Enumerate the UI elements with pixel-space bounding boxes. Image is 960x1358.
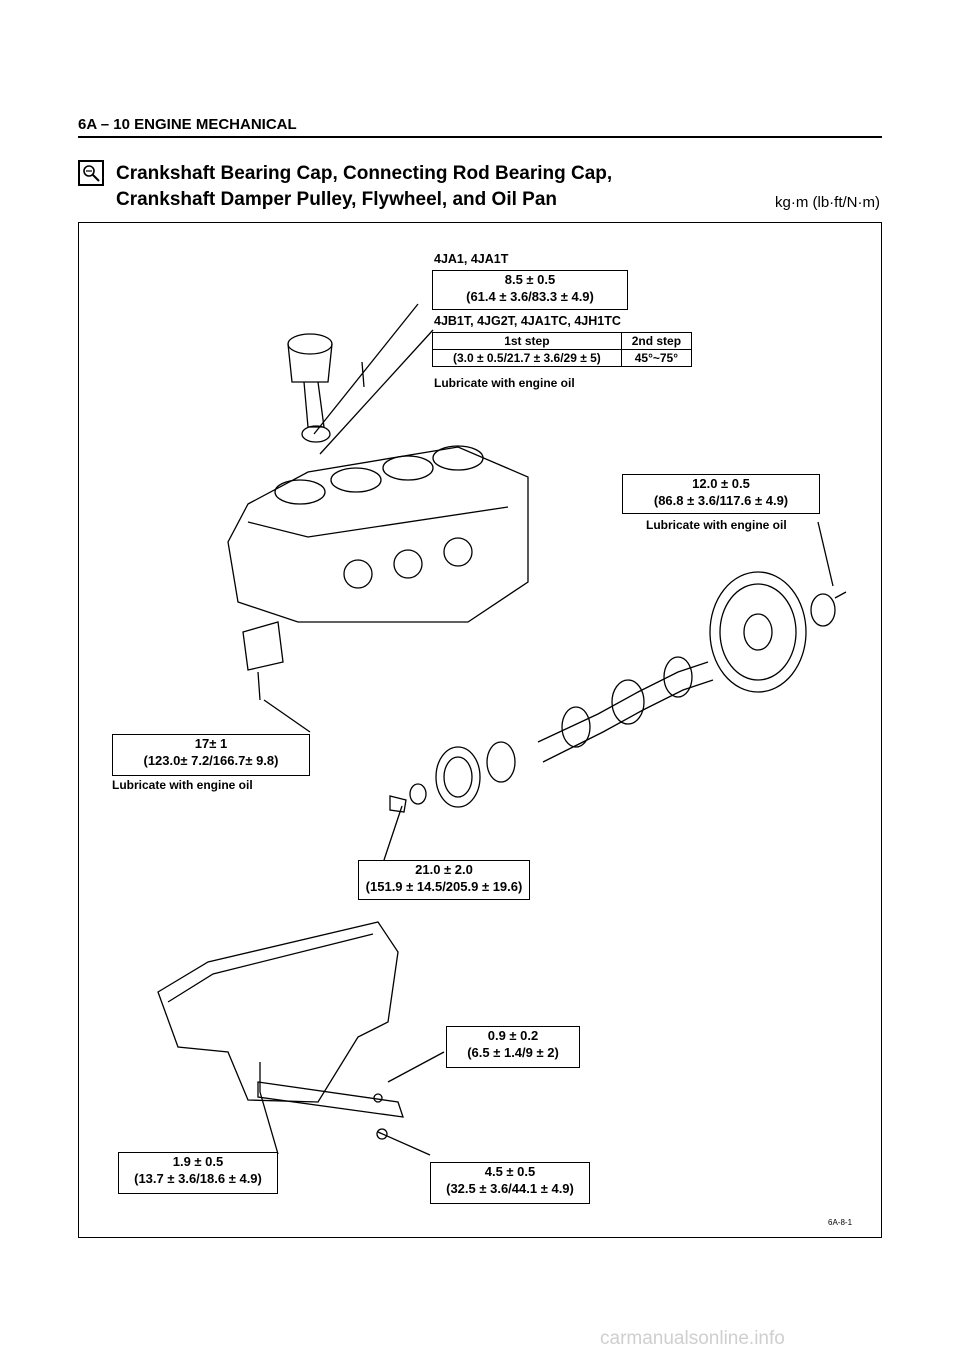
spec-value-imperial-metric: (151.9 ± 14.5/205.9 ± 19.6)	[365, 879, 523, 894]
watermark: carmanualsonline.info	[600, 1328, 785, 1349]
conrod-step-table: 1st step 2nd step (3.0 ± 0.5/21.7 ± 3.6/…	[432, 332, 693, 367]
spec-value: 8.5 ± 0.5	[504, 272, 556, 287]
conrod-4jb1-label: 4JB1T, 4JG2T, 4JA1TC, 4JH1TC	[434, 314, 621, 328]
step2-header: 2nd step	[620, 332, 693, 350]
step2-value: 45°~75°	[620, 349, 693, 367]
spec-value-imperial-metric: (86.8 ± 3.6/117.6 ± 4.9)	[653, 493, 789, 508]
spec-value: 4.5 ± 0.5	[484, 1164, 536, 1179]
units-label: kg·m (lb·ft/N·m)	[775, 194, 880, 211]
spec-value: 1.9 ± 0.5	[172, 1154, 224, 1169]
spec-value: 17± 1	[194, 736, 228, 751]
spec-value-imperial-metric: (61.4 ± 3.6/83.3 ± 4.9)	[466, 289, 594, 304]
spec-box-oil-pan-nut: 0.9 ± 0.2 (6.5 ± 1.4/9 ± 2)	[446, 1026, 580, 1068]
header-rule	[78, 136, 882, 138]
step1-header: 1st step	[432, 332, 622, 350]
lubricate-note: Lubricate with engine oil	[112, 778, 253, 792]
spec-box-main-bearing: 17± 1 (123.0± 7.2/166.7± 9.8)	[112, 734, 310, 776]
spec-box-oil-pan-bolt: 1.9 ± 0.5 (13.7 ± 3.6/18.6 ± 4.9)	[118, 1152, 278, 1194]
page-header: 6A – 10 ENGINE MECHANICAL	[78, 116, 297, 133]
spec-value-imperial-metric: (6.5 ± 1.4/9 ± 2)	[467, 1045, 559, 1060]
figure-frame	[78, 222, 882, 1238]
spec-box-conrod-4ja1: 8.5 ± 0.5 (61.4 ± 3.6/83.3 ± 4.9)	[432, 270, 628, 310]
spec-value-imperial-metric: (32.5 ± 3.6/44.1 ± 4.9)	[446, 1181, 574, 1196]
spec-value-imperial-metric: (13.7 ± 3.6/18.6 ± 4.9)	[134, 1171, 262, 1186]
spec-box-drain-plug: 4.5 ± 0.5 (32.5 ± 3.6/44.1 ± 4.9)	[430, 1162, 590, 1204]
engine-exploded-illustration	[157, 303, 847, 1156]
spec-value: 0.9 ± 0.2	[487, 1028, 539, 1043]
section-title-line1: Crankshaft Bearing Cap, Connecting Rod B…	[116, 163, 613, 184]
spec-box-damper-pulley: 21.0 ± 2.0 (151.9 ± 14.5/205.9 ± 19.6)	[358, 860, 530, 900]
step1-value: (3.0 ± 0.5/21.7 ± 3.6/29 ± 5)	[432, 349, 622, 367]
spec-box-flywheel: 12.0 ± 0.5 (86.8 ± 3.6/117.6 ± 4.9)	[622, 474, 820, 514]
figure-id: 6A-8-1	[828, 1218, 853, 1227]
spec-value: 12.0 ± 0.5	[692, 476, 750, 491]
spec-value: 21.0 ± 2.0	[415, 862, 473, 877]
magnifier-icon	[78, 160, 104, 186]
spec-value-imperial-metric: (123.0± 7.2/166.7± 9.8)	[143, 753, 279, 768]
section-title-line2: Crankshaft Damper Pulley, Flywheel, and …	[116, 189, 557, 210]
conrod-4ja1-label: 4JA1, 4JA1T	[434, 252, 509, 266]
lubricate-note: Lubricate with engine oil	[434, 376, 575, 390]
lubricate-note: Lubricate with engine oil	[646, 518, 787, 532]
